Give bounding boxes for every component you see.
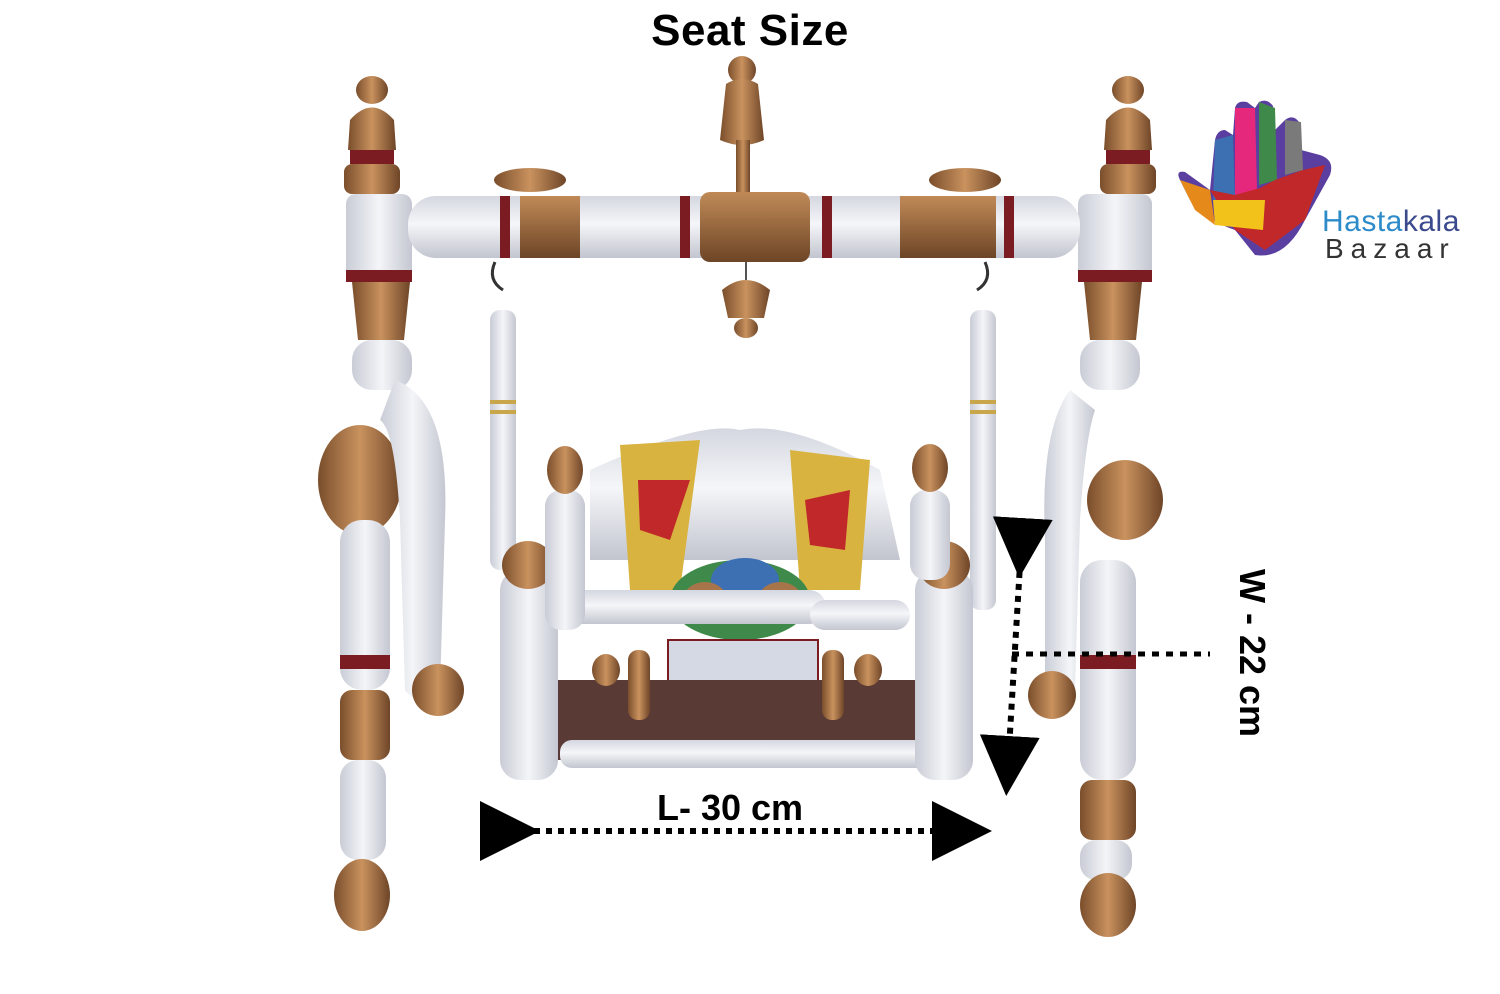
brand-name-part1: Hasta — [1322, 205, 1403, 238]
brand-name-part2: kala — [1402, 205, 1460, 238]
page-title: Seat Size — [651, 6, 849, 55]
hanging-rods — [490, 261, 996, 610]
colorful-hand-icon — [1178, 100, 1332, 256]
swing-seat — [500, 428, 973, 780]
brand-name-line1: Hastakala — [1322, 205, 1460, 239]
width-dimension-arrow — [979, 516, 1210, 796]
width-label: W - 22 cm — [1232, 568, 1273, 738]
top-beam — [408, 56, 1080, 338]
right-pillar — [1028, 76, 1163, 937]
length-label: L- 30 cm — [656, 787, 804, 828]
left-pillar — [318, 76, 464, 931]
brand-name-line2: Bazaar — [1325, 233, 1456, 264]
